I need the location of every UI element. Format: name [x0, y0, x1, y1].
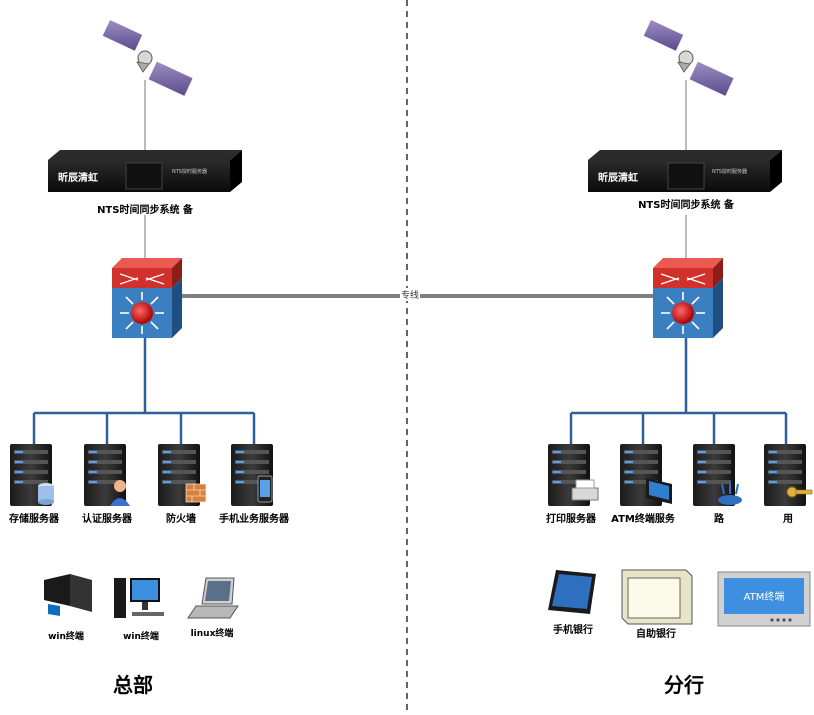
branch-device-brand: 昕辰清虹: [598, 171, 638, 184]
hq-nts-device: 昕辰清虹 NTS授时服务器: [48, 150, 242, 192]
branch-terminal-label-0: 手机银行: [553, 623, 593, 636]
hq-server-label-3: 手机业务服务器: [219, 512, 290, 525]
branch-server-print: [548, 444, 599, 506]
branch-server-label-1: ATM终端服务: [611, 512, 676, 525]
hq-terminal-label-2: linux终端: [191, 627, 234, 639]
branch-satellite: [642, 19, 735, 97]
hq-server-auth: [84, 444, 130, 506]
branch-atm-screen: ATM终端: [717, 571, 811, 627]
hq-core-switch: [111, 257, 183, 339]
hq-site-name: 总部: [113, 673, 153, 697]
branch-nts-label: NTS时间同步系统 备: [638, 198, 735, 211]
hq-device-model: NTS授时服务器: [172, 168, 207, 175]
hq-terminal-win-2: [114, 578, 164, 618]
branch-server-label-3: 用: [782, 513, 793, 525]
hq-server-label-1: 认证服务器: [82, 512, 133, 525]
branch-server-atm: [620, 444, 672, 506]
hq-terminal-linux: [187, 577, 239, 619]
branch-core-switch: [652, 257, 724, 339]
hq-server-mobile: [231, 444, 273, 506]
hq-nts-label: NTS时间同步系统 备: [97, 203, 194, 216]
branch-lan: [569, 338, 788, 444]
branch-mobile-banking: [548, 570, 596, 614]
branch-server-key: [764, 444, 813, 506]
hq-server-label-2: 防火墙: [166, 512, 196, 525]
trunk-link-label: 专线: [400, 288, 421, 301]
hq-device-brand: 昕辰清虹: [58, 171, 98, 184]
hq-terminal-win-1: [44, 574, 92, 616]
branch-server-label-0: 打印服务器: [546, 512, 597, 525]
branch-router: [693, 444, 742, 506]
branch-server-label-2: 路: [714, 512, 725, 525]
branch-site-name: 分行: [664, 673, 704, 697]
branch-terminal-label-1: 自助银行: [636, 627, 676, 640]
hq-server-storage: [10, 444, 54, 506]
atm-screen-text: ATM终端: [744, 590, 785, 603]
hq-lan: [32, 338, 256, 444]
branch-nts-device: 昕辰清虹 NTS授时服务器: [588, 150, 782, 192]
branch-device-model: NTS授时服务器: [712, 168, 747, 175]
hq-server-label-0: 存储服务器: [9, 512, 60, 525]
hq-firewall: [158, 444, 207, 506]
hq-satellite: [101, 19, 194, 97]
hq-terminal-label-0: win终端: [48, 630, 84, 642]
hq-terminal-label-1: win终端: [123, 630, 159, 642]
branch-self-service-kiosk: [621, 569, 693, 625]
